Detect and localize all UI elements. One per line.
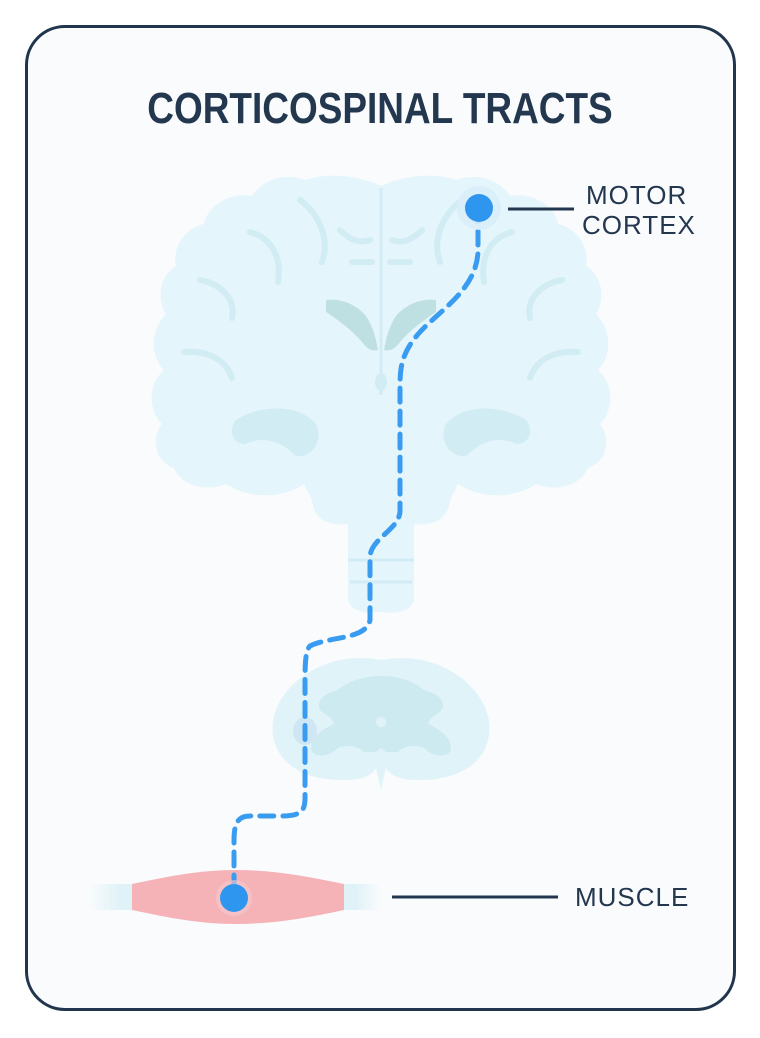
motor-cortex-label-line1: MOTOR [586,180,687,210]
motor-cortex-node [465,194,493,222]
motor-cortex-label-line2: CORTEX [582,210,696,240]
muscle-node [220,884,248,912]
brain-illustration [152,176,611,613]
muscle-label: MUSCLE [575,882,689,912]
